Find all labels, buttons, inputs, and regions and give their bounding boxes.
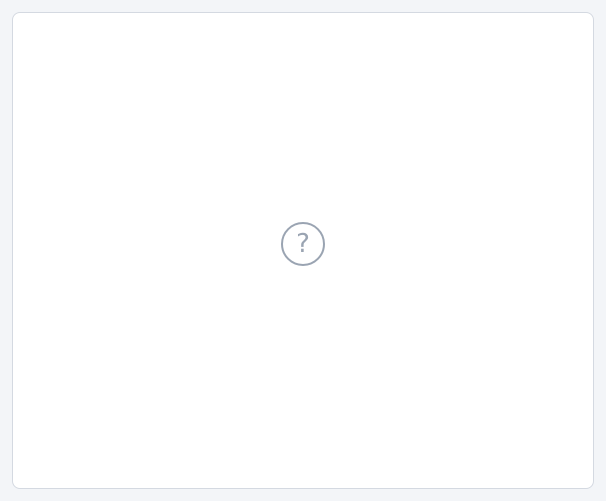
- placeholder-frame: ?: [12, 12, 594, 489]
- image-missing-icon: ?: [281, 221, 325, 266]
